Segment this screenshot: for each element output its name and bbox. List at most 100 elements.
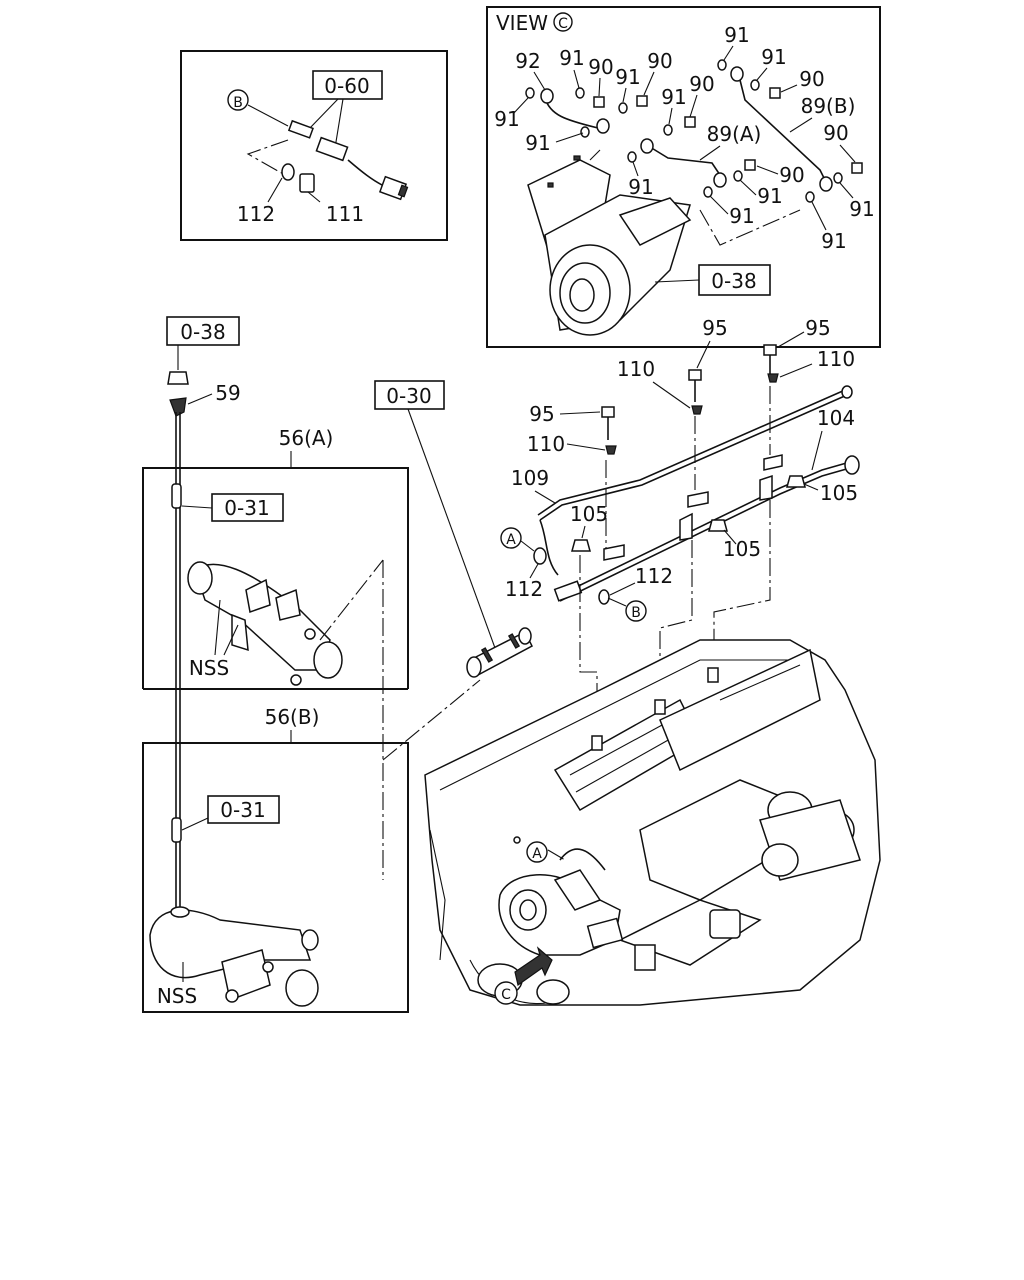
- label-nss-b: NSS: [157, 984, 197, 1008]
- ref-0-30: 0-30: [386, 384, 431, 408]
- filler-pipe-56b: [149, 906, 319, 1007]
- callout-90-e: 90: [823, 121, 848, 145]
- callout-91-g: 91: [729, 204, 754, 228]
- washer-112-inset: [281, 163, 295, 181]
- callout-91-b: 91: [615, 65, 640, 89]
- label-nss-a: NSS: [189, 656, 229, 680]
- view-marker-circle: [553, 12, 573, 32]
- callout-91-a: 91: [559, 46, 584, 70]
- washer-112-b: [598, 589, 610, 605]
- callout-91-top: 91: [724, 23, 749, 47]
- ref-0-38-top: 0-38: [180, 320, 225, 344]
- callout-95-c: 95: [529, 402, 554, 426]
- sensor-inset: 0-60 B 112 111: [180, 50, 448, 241]
- callout-91-h: 91: [849, 197, 874, 221]
- ref-0-31-b: 0-31: [220, 798, 265, 822]
- bolt-95-a: [601, 406, 615, 418]
- marker-b-main: [625, 600, 647, 622]
- marker-c-engine: [494, 981, 518, 1005]
- callout-95-a: 95: [702, 316, 727, 340]
- ref-0-60: 0-60: [324, 74, 369, 98]
- callout-105-b: 105: [820, 481, 858, 505]
- marker-b-inset: [227, 89, 249, 111]
- adapter-fitting: [553, 580, 583, 602]
- svg-text:A: A: [506, 532, 516, 548]
- callout-110-c: 110: [527, 432, 565, 456]
- callout-91-c: 91: [661, 85, 686, 109]
- bolt-111-inset: [299, 173, 315, 193]
- marker-a-engine: [526, 841, 548, 863]
- callout-104: 104: [817, 406, 855, 430]
- view-c-frame: [486, 6, 881, 348]
- bolt-95-c: [763, 344, 777, 356]
- callout-112-b: 112: [635, 564, 673, 588]
- ref-box-0-38-view: [698, 264, 771, 296]
- callout-91-e: 91: [628, 175, 653, 199]
- washer-112-a: [533, 547, 547, 565]
- ref-box-0-60: [312, 70, 383, 100]
- sensor-inset-frame: [180, 50, 448, 241]
- ref-box-0-31-b: [207, 795, 280, 824]
- callout-90-c: 90: [689, 72, 714, 96]
- callout-89b: 89(B): [801, 94, 856, 118]
- ref-box-0-30: [374, 380, 445, 410]
- inset-56a: 56(A) 0-31 NSS: [142, 426, 409, 690]
- clip-59: [169, 397, 187, 417]
- callout-91-left2: 91: [525, 131, 550, 155]
- air-compressor: [527, 155, 692, 336]
- sensor-part: [287, 119, 409, 201]
- ref-0-38-view: 0-38: [711, 269, 756, 293]
- svg-text:B: B: [233, 95, 243, 111]
- tube-end-a: [171, 483, 182, 509]
- callout-105-c: 105: [723, 537, 761, 561]
- pipe-89a: [649, 146, 723, 179]
- callout-91-i: 91: [821, 229, 846, 253]
- bolt-95-b: [688, 369, 702, 381]
- view-c-arrow: C: [494, 946, 553, 1005]
- nut-105-c: [786, 475, 806, 488]
- nut-105-a: [571, 539, 591, 552]
- callout-91-f: 91: [757, 184, 782, 208]
- view-marker: C: [558, 16, 568, 32]
- nut-0-38: [167, 371, 189, 385]
- callout-90-b: 90: [647, 49, 672, 73]
- callout-112-inset: 112: [237, 202, 275, 226]
- view-c-inset: VIEW C 0-38: [486, 6, 881, 348]
- callout-95-b: 95: [805, 316, 830, 340]
- svg-text:B: B: [631, 605, 641, 621]
- callout-109: 109: [511, 466, 549, 490]
- callout-56a: 56(A): [279, 426, 334, 450]
- callout-91-d: 91: [761, 45, 786, 69]
- callout-112-a: 112: [505, 577, 543, 601]
- callout-59: 59: [215, 381, 240, 405]
- clip-110-a: [605, 445, 617, 455]
- pipe-92: [544, 97, 599, 129]
- callout-90-a: 90: [588, 55, 613, 79]
- inset-56b-frame: [142, 742, 409, 1013]
- pipe-109: [537, 389, 846, 516]
- view-fittings: [525, 59, 863, 203]
- intake-manifold: [659, 648, 821, 772]
- clip-110-b: [691, 405, 703, 415]
- view-title: VIEW: [496, 11, 548, 35]
- filler-pipe-56a: [187, 561, 343, 686]
- callout-89a: 89(A): [707, 122, 762, 146]
- svg-text:A: A: [532, 846, 542, 862]
- engine-compressor: [498, 848, 624, 956]
- callout-56b: 56(B): [265, 705, 320, 729]
- callout-90-f: 90: [779, 163, 804, 187]
- tube-end-b: [171, 817, 182, 843]
- callout-105-a: 105: [570, 502, 608, 526]
- ref-0-31-a: 0-31: [224, 496, 269, 520]
- ref-box-0-31-a: [211, 493, 284, 522]
- callout-90-d: 90: [799, 67, 824, 91]
- inset-56a-frame: [142, 467, 409, 689]
- ref-box-0-38-top: [166, 316, 240, 346]
- callout-110-b: 110: [817, 347, 855, 371]
- inset-56b: 56(B) 0-31 NSS: [142, 705, 409, 1013]
- engine-block: [424, 639, 881, 1006]
- marker-a-main: [500, 527, 522, 549]
- nut-105-b: [708, 519, 728, 532]
- hose-0-30: 0-30: [374, 380, 533, 678]
